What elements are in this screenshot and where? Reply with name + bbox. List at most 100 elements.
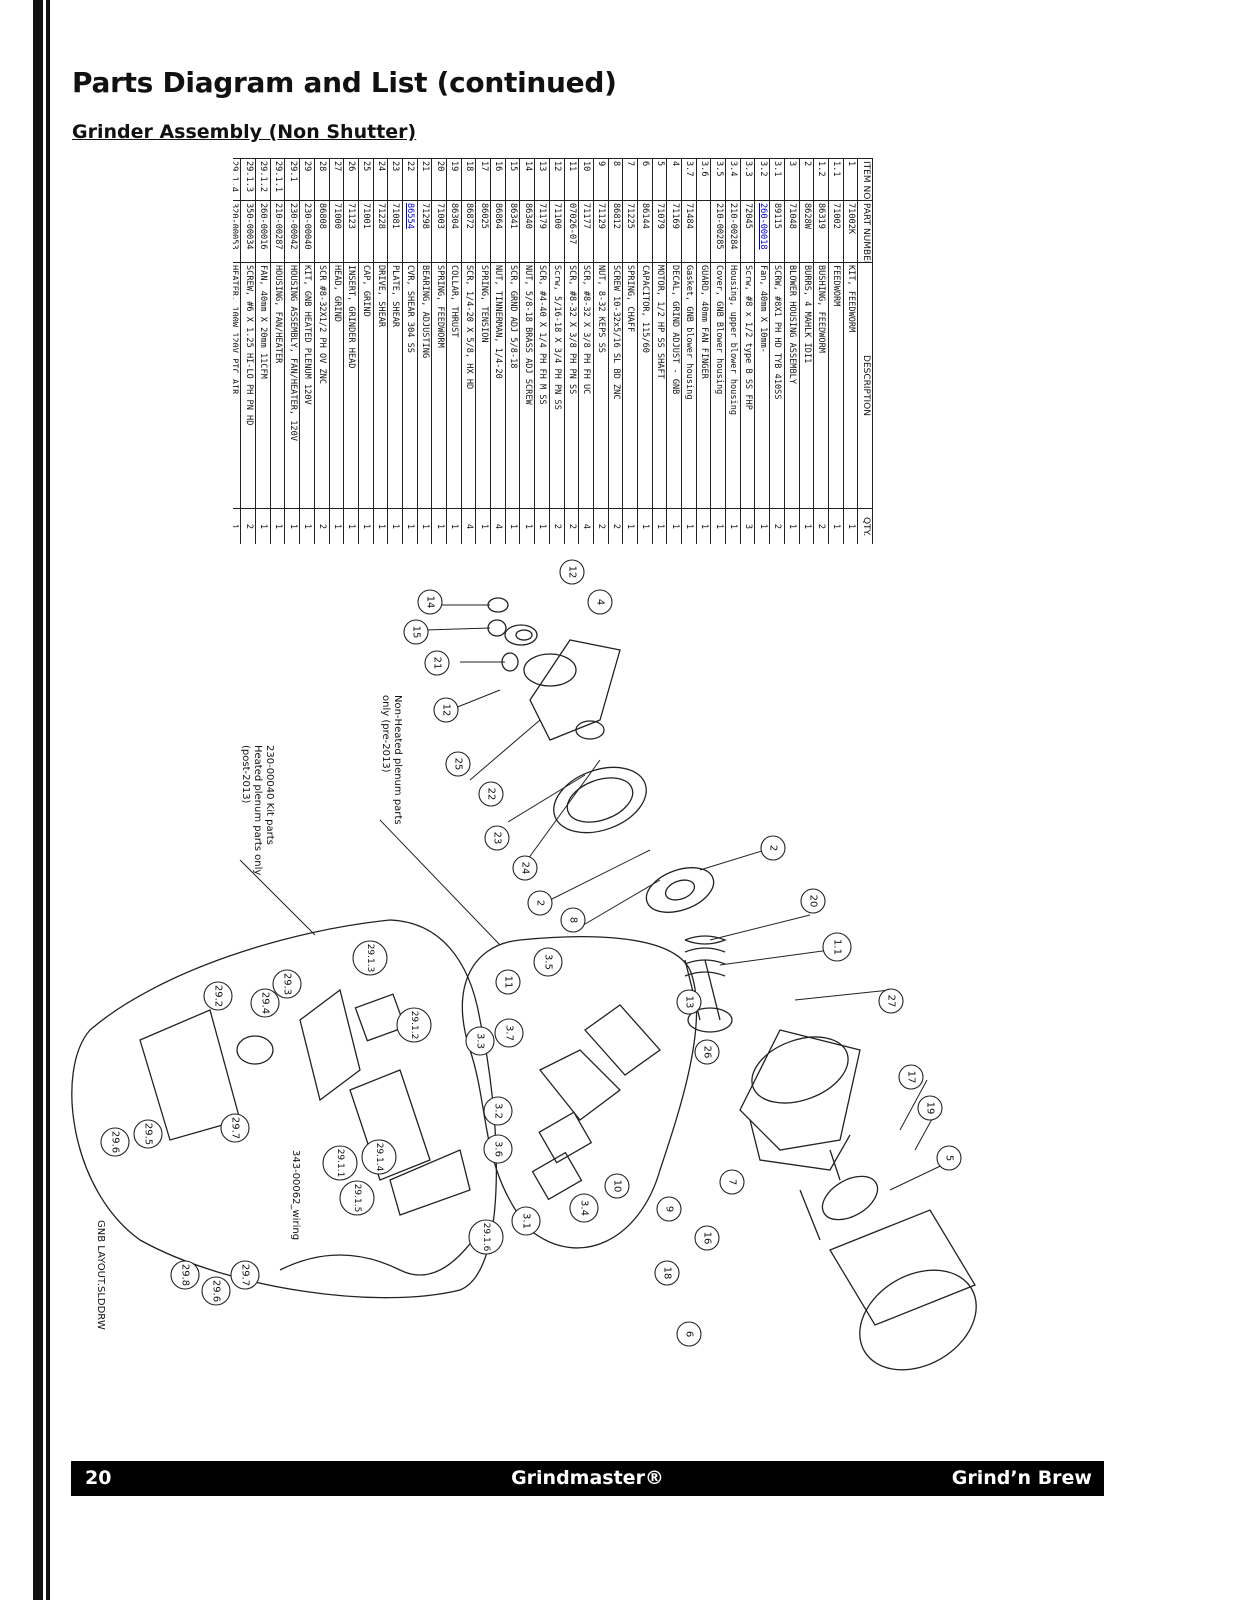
callout-label: 14 (425, 596, 436, 609)
item-no-cell: 28 (314, 158, 330, 201)
callout-label: 2 (535, 900, 546, 906)
callout-circle (654, 1260, 680, 1286)
callout-29-1-6: 29.1.6 (468, 1219, 504, 1255)
callout-circle (483, 1096, 513, 1126)
part-number-cell: 230-00040 (299, 200, 315, 263)
callout-circle (322, 1145, 358, 1181)
part-number-cell: 86144 (637, 200, 653, 263)
qty-cell: 4 (490, 508, 506, 544)
item-no-cell: 16 (490, 158, 506, 201)
callout-label: 15 (411, 626, 422, 639)
qty-cell: 1 (431, 508, 447, 544)
callout-circle (201, 1276, 231, 1306)
description-cell: SCR, #4-40 X 1/4 PH FH M SS (534, 262, 550, 509)
part-number-cell: 320-00053 (233, 200, 241, 263)
qty-cell: 1 (843, 508, 858, 544)
callout-circle (220, 1113, 250, 1143)
callout-label: 29.7 (230, 1117, 241, 1139)
callout-label: 9 (664, 1206, 675, 1212)
item-no-cell: 3.5 (710, 158, 726, 201)
callout-29-1-2: 29.1.2 (396, 1007, 432, 1043)
motor-part (799, 1149, 977, 1371)
callout-circle (417, 589, 443, 615)
part-number-cell: 71225 (622, 200, 638, 263)
callout-circle (468, 1219, 504, 1255)
item-no-cell: 29 (299, 158, 315, 201)
qty-cell: 4 (578, 508, 594, 544)
part-number-cell: 71048 (784, 200, 800, 263)
callout-1-1: 1.1 (822, 932, 852, 962)
callout-circle (878, 988, 904, 1014)
item-no-cell: 9 (593, 158, 609, 201)
callout-16: 16 (694, 1225, 720, 1251)
description-cell: SPRING, FEEDWORM (431, 262, 447, 509)
description-cell: FAN, 40mm X 20mm 11CFM (255, 262, 271, 509)
description-cell: DECAL, GRIND ADJUST - GNB (666, 262, 682, 509)
callout-circle (170, 1260, 200, 1290)
item-no-cell: 29.1.1 (270, 158, 285, 201)
callout-circle (465, 1026, 495, 1056)
callout-10: 10 (604, 1173, 630, 1199)
part-number-cell: 86808 (314, 200, 330, 263)
callout-label: 25 (453, 758, 464, 771)
description-cell: INSERT, GRINDER HEAD (343, 262, 359, 509)
part-number-cell: 86864 (490, 200, 506, 263)
part-number-link[interactable]: 86554 (405, 203, 416, 229)
part-number-link[interactable]: 260-00018 (757, 203, 768, 250)
part-number-cell: 86319 (813, 200, 829, 263)
callout-29-2: 29.2 (203, 981, 233, 1011)
part-number-cell: 86872 (461, 200, 476, 263)
qty-cell: 1 (520, 508, 535, 544)
callout-label: 29.1.4 (374, 1143, 384, 1172)
item-no-cell: 8 (608, 158, 623, 201)
qty-cell: 1 (329, 508, 344, 544)
item-no-cell: 22 (402, 158, 418, 201)
callout-circle (676, 1321, 702, 1347)
callout-label: 10 (612, 1180, 623, 1193)
callout-11: 11 (495, 969, 521, 995)
callout-27: 27 (878, 988, 904, 1014)
callout-label: 3.2 (493, 1103, 504, 1119)
description-cell: BURRS, 4 MAHLK IDI1 (799, 262, 814, 509)
callout-25: 25 (445, 751, 471, 777)
description-cell: SPRING, TENSION (475, 262, 491, 509)
item-no-cell: 2 (799, 158, 814, 201)
description-cell: SCR, 1/4-20 X 5/8, HX HD (461, 262, 476, 509)
callout-label: 3.6 (493, 1141, 504, 1157)
qty-cell: 1 (285, 508, 300, 544)
callout-29-1-5: 29.1.5 (339, 1180, 375, 1216)
page-number: 20 (85, 1467, 112, 1489)
diagram-notes: Non-Heated plenum parts only (pre-2013) … (95, 695, 403, 1330)
callout-circle (478, 781, 504, 807)
description-cell: Scrw, #8 x 1/2 type B SS FHP (740, 262, 755, 509)
part-number-cell: 72045 (740, 200, 755, 263)
item-no-cell: 13 (534, 158, 550, 201)
item-no-cell: 27 (329, 158, 344, 201)
callout-circle (559, 559, 585, 585)
callout-label: 23 (492, 832, 503, 845)
callout-label: 24 (520, 862, 531, 875)
callout-8: 8 (560, 907, 586, 933)
callout-label: 3.5 (543, 954, 554, 970)
callout-label: 29.1.1 (335, 1149, 345, 1178)
callout-label: 11 (503, 976, 514, 989)
qty-cell: 2 (608, 508, 623, 544)
header-part-number: PART NUMBER (857, 200, 873, 263)
header-qty: QTY. (857, 508, 873, 544)
item-no-cell: 21 (417, 158, 432, 201)
part-number-cell: 86025 (475, 200, 491, 263)
callout-label: 4 (595, 599, 606, 605)
callout-20: 20 (800, 888, 826, 914)
callout-21: 21 (424, 650, 450, 676)
callout-19: 19 (917, 1095, 943, 1121)
callout-label: 29.8 (180, 1264, 191, 1286)
item-no-cell: 3.3 (740, 158, 755, 201)
callout-label: 2 (768, 845, 779, 851)
